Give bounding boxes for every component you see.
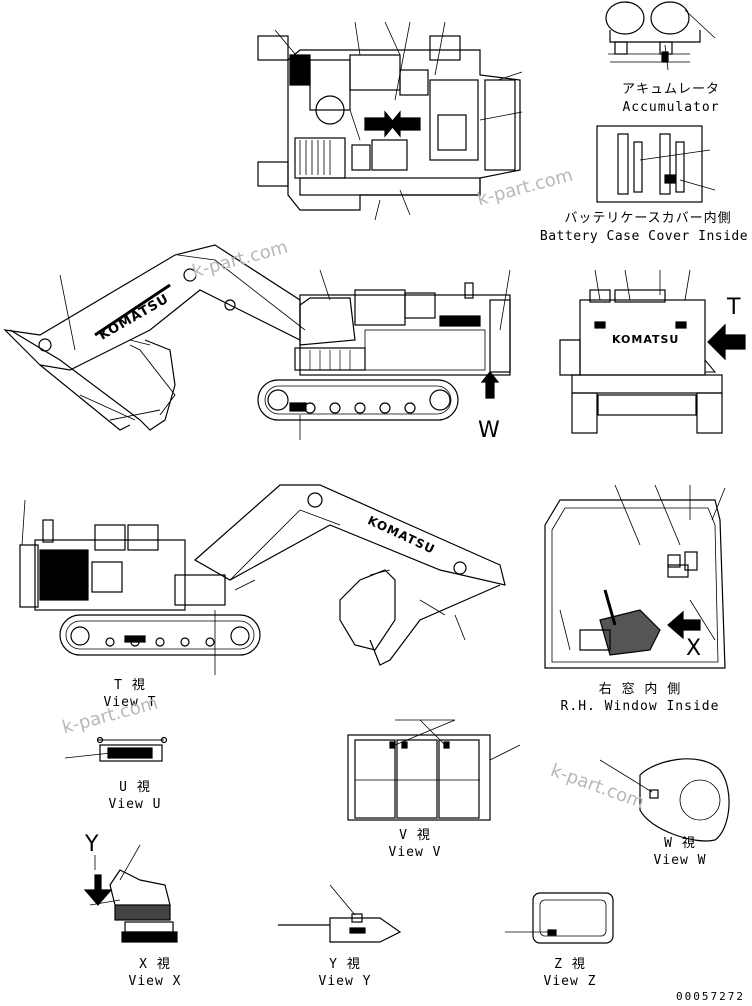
view-y-caption-en: View Y xyxy=(318,974,372,989)
brand-mark: KOMATSU xyxy=(612,333,680,346)
view-x-caption-jp: X 視 xyxy=(139,957,171,972)
view-z-caption-en: View Z xyxy=(543,974,597,989)
view-u-caption-jp: U 視 xyxy=(119,780,151,795)
drawing-code: 00057272 xyxy=(676,990,745,1003)
accumulator-drawing xyxy=(605,1,716,71)
excavator-view-t xyxy=(19,484,506,675)
view-y-drawing xyxy=(278,884,402,943)
view-x-drawing xyxy=(83,844,178,943)
view-z-caption-jp: Z 視 xyxy=(554,957,586,972)
accumulator-caption-en: Accumulator xyxy=(622,100,720,115)
view-w-caption-en: View W xyxy=(653,853,707,868)
view-v-caption-en: View V xyxy=(388,845,442,860)
view-letter-x: X xyxy=(686,636,702,661)
view-t-caption-en: View T xyxy=(103,695,157,710)
view-u-drawing xyxy=(64,736,168,762)
view-z-drawing xyxy=(505,892,614,944)
window-caption-en: R.H. Window Inside xyxy=(560,699,720,714)
view-w-drawing xyxy=(599,758,730,842)
top-plan-view xyxy=(257,21,523,221)
excavator-rear-view xyxy=(559,269,746,434)
accumulator-caption-jp: アキュムレータ xyxy=(621,82,720,97)
view-v-drawing xyxy=(347,719,521,821)
view-v-caption-jp: V 視 xyxy=(399,828,431,843)
view-letter-t: T xyxy=(727,295,741,320)
window-inside-drawing xyxy=(544,484,726,669)
view-w-caption-jp: W 視 xyxy=(664,836,696,851)
view-u-caption-en: View U xyxy=(108,797,162,812)
window-caption-jp: 右 窓 内 側 xyxy=(598,682,682,697)
view-t-caption-jp: T 視 xyxy=(114,678,146,693)
view-y-caption-jp: Y 視 xyxy=(329,957,361,972)
view-letter-y: Y xyxy=(85,832,99,857)
view-letter-w: W xyxy=(478,418,500,443)
excavator-left-side xyxy=(3,244,511,440)
battery-caption-jp: バッテリケースカバー内側 xyxy=(564,211,732,226)
battery-caption-en: Battery Case Cover Inside xyxy=(539,229,749,244)
battery-cover-drawing xyxy=(596,125,716,203)
view-x-caption-en: View X xyxy=(128,974,182,989)
